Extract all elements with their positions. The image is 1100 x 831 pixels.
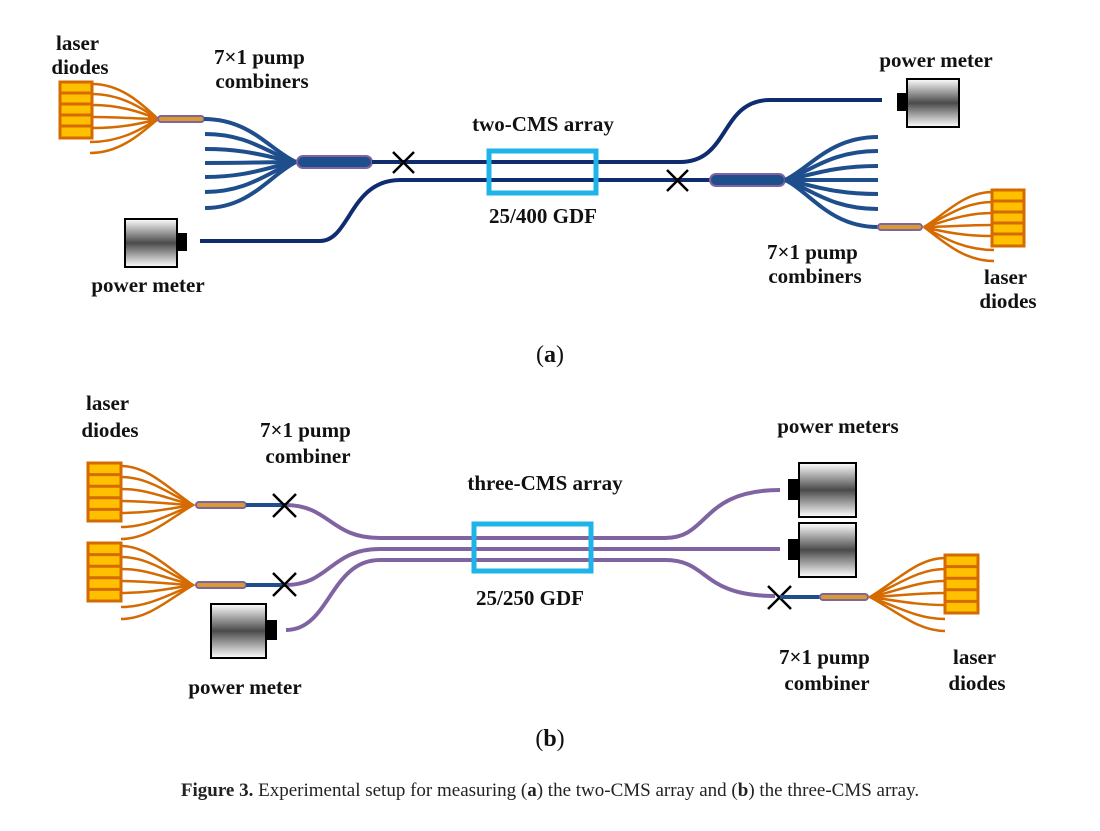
panel-b: laser diodes 7×1 pump combiner three-CMS… (81, 391, 1005, 752)
figure-caption: Figure 3. Experimental setup for measuri… (0, 780, 1100, 802)
label-power-meter-left-b: power meter (188, 675, 301, 699)
laser-diodes-right-b (867, 553, 980, 633)
label-combiner-right-b: 7×1 pump combiner (779, 645, 875, 695)
label-laser-diodes-right-a: laser diodes (979, 265, 1036, 313)
power-meter-left-b (210, 603, 277, 659)
label-combiner-left-b: 7×1 pump combiner (260, 418, 356, 468)
combiner-body-left-a (296, 155, 373, 169)
pigtail (157, 115, 205, 123)
setup-diagram: laser diodes 7×1 pump combiners two-CMS … (51, 31, 1036, 752)
label-laser-diodes-left-b: laser diodes (81, 391, 138, 442)
pigtail (819, 593, 869, 601)
power-meter-right-b2 (788, 522, 857, 578)
label-combiners-left-a: 7×1 pump combiners (214, 45, 310, 93)
splice-mark-a2 (666, 169, 689, 192)
sublabel-b: (b) (535, 726, 564, 752)
pigtail (195, 501, 247, 509)
gdf-box-b (471, 521, 594, 574)
splice-mark-b3 (767, 585, 792, 610)
label-power-meter-right-a: power meter (879, 48, 992, 72)
laser-diodes-left-a (58, 80, 160, 155)
label-combiners-right-a: 7×1 pump combiners (767, 240, 863, 288)
laser-diodes-left-b2 (86, 541, 196, 621)
caption-text: Experimental setup for measuring ( (253, 780, 528, 801)
label-fiber-b: 25/250 GDF (476, 586, 584, 610)
label-array-a: two-CMS array (472, 112, 614, 136)
label-laser-diodes-left-a: laser diodes (51, 31, 108, 79)
label-laser-diodes-right-b: laser diodes (948, 645, 1005, 695)
combiner-left-a (203, 117, 297, 210)
power-meter-left-a (124, 218, 187, 268)
caption-label: Figure 3. (180, 780, 254, 801)
laser-diodes-left-b1 (86, 461, 196, 541)
power-meter-right-a (897, 78, 960, 128)
laser-diodes-right-a (922, 188, 1026, 263)
caption-ref-b: b (737, 780, 749, 801)
fiber-to-power-meter-right-a (679, 98, 882, 164)
label-power-meters-right-b: power meters (777, 414, 898, 438)
splice-mark-b2 (272, 572, 297, 597)
caption-text: ) the two-CMS array and ( (536, 780, 738, 801)
label-power-meter-left-a: power meter (91, 273, 204, 297)
splice-mark-b1 (272, 493, 297, 518)
power-meter-right-b1 (788, 462, 857, 518)
panel-a: laser diodes 7×1 pump combiners two-CMS … (51, 31, 1036, 368)
caption-text: ) the three-CMS array. (748, 780, 920, 801)
splice-mark-a1 (392, 151, 415, 174)
combiner-body-right-a (709, 173, 786, 187)
gdf-box-a (486, 148, 599, 196)
caption-ref-a: a (527, 780, 537, 801)
combiner-right-a (784, 135, 879, 229)
sublabel-a: (a) (536, 342, 564, 368)
label-array-b: three-CMS array (467, 471, 623, 495)
fibers-b (284, 488, 781, 632)
pigtail (195, 581, 247, 589)
fiber-bottom-a (200, 178, 710, 243)
label-fiber-a: 25/400 GDF (489, 204, 597, 228)
pigtail (877, 223, 923, 231)
